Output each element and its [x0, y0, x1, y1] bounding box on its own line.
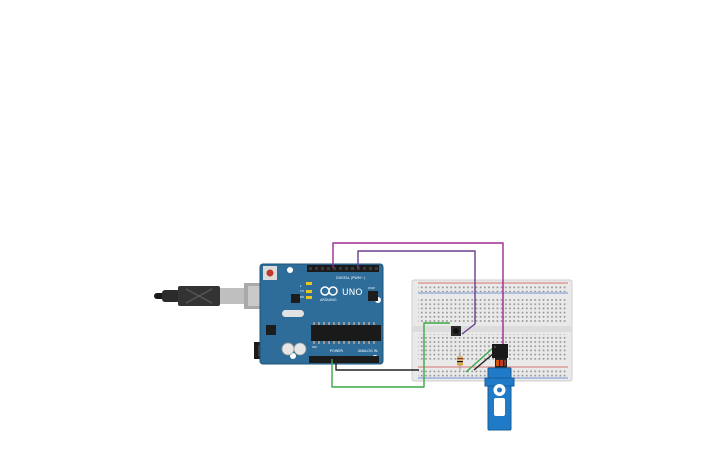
usb-cable[interactable] — [154, 283, 278, 309]
digital-header[interactable] — [307, 265, 379, 272]
power-label: POWER — [330, 349, 344, 353]
wire-violet[interactable] — [357, 250, 476, 335]
arduino-logo-icon — [320, 286, 338, 296]
board-model-label: UNO — [342, 288, 362, 298]
icsp-label: ICSP — [368, 286, 375, 290]
breadboard[interactable] — [411, 279, 573, 382]
pushbutton[interactable] — [451, 326, 461, 336]
wire-green-long[interactable] — [331, 322, 450, 388]
atmega-chip — [311, 325, 381, 341]
arduino-uno-board[interactable]: UNO ARDUINO DIGITAL (PWM~) POWER ANALOG … — [259, 263, 384, 365]
ic-chip[interactable] — [492, 344, 508, 358]
board-brand-label: ARDUINO — [320, 298, 337, 302]
wire-black-servo[interactable] — [473, 352, 495, 371]
analog-label: ANALOG IN — [358, 349, 378, 353]
tx-led-label: TX — [299, 289, 304, 293]
digital-label: DIGITAL (PWM~) — [336, 276, 366, 280]
wire-green-servo[interactable] — [465, 347, 494, 373]
wire-purple[interactable] — [332, 242, 504, 346]
on-led-label: ON — [312, 345, 317, 349]
l-led-label: L — [300, 284, 302, 288]
resistor[interactable] — [457, 352, 463, 370]
rx-led-label: RX — [300, 295, 304, 299]
wire-black[interactable] — [335, 359, 419, 371]
micro-servo[interactable] — [484, 358, 515, 431]
wires[interactable] — [331, 242, 504, 388]
power-analog-header[interactable] — [309, 356, 379, 363]
